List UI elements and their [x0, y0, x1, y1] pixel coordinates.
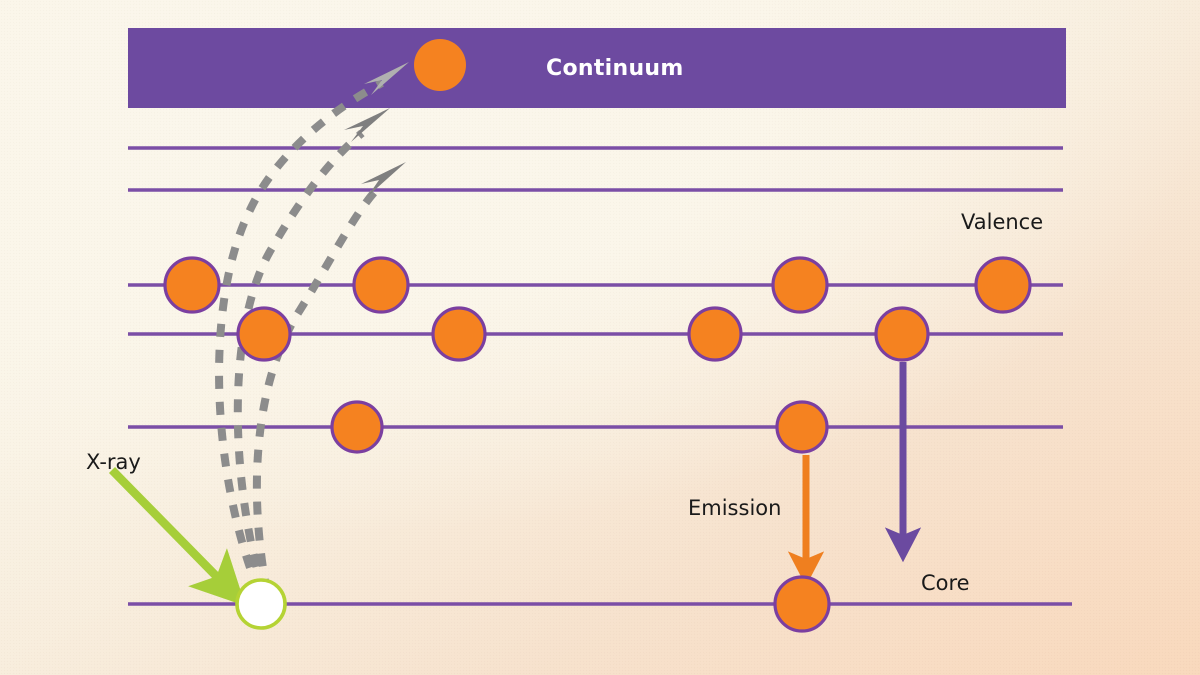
valence1-electron-1	[163, 256, 221, 314]
valence2-electron-4	[874, 306, 930, 362]
valence1-electron-4	[974, 256, 1032, 314]
core-label: Core	[921, 571, 970, 595]
ejection-path-1	[215, 79, 384, 594]
core-electron	[773, 575, 831, 633]
ejection-arrowhead-3	[361, 162, 406, 196]
valence2-electron-3	[687, 306, 743, 362]
electrons	[163, 39, 1032, 633]
valence-label: Valence	[961, 210, 1044, 234]
ejection-arrowhead-2	[344, 108, 390, 142]
continuum-band	[128, 28, 1066, 108]
core-hole	[235, 578, 287, 630]
ejection-arrowhead-1	[364, 62, 409, 95]
continuum-electron	[414, 39, 466, 91]
valence2-electron-2	[431, 306, 487, 362]
ejection-arrowheads	[344, 62, 409, 196]
xray-label: X-ray	[86, 450, 141, 474]
intermediate-electron-2	[775, 400, 829, 454]
intermediate-electron-1	[330, 400, 384, 454]
emission-label: Emission	[688, 496, 782, 520]
xray-arrow	[108, 467, 246, 607]
valence1-electron-2	[352, 256, 410, 314]
continuum-label: Continuum	[546, 56, 684, 81]
valence2-electron-1	[236, 306, 292, 362]
ejection-path-2	[233, 129, 365, 594]
ejection-path-3	[252, 183, 383, 593]
valence1-electron-3	[771, 256, 829, 314]
